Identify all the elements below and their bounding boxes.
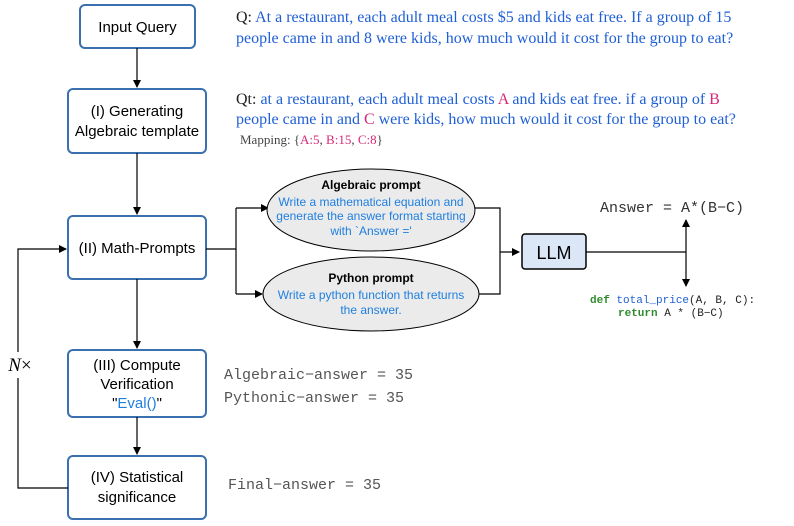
algebraic-prompt-line2: generate the answer format starting [276, 209, 465, 223]
step2-math-prompts-node: (II) Math-Prompts [67, 215, 207, 280]
code-return-line: return A * (B−C) [618, 308, 724, 320]
answer-expression: Answer = A*(B−C) [600, 200, 744, 217]
step1-label-line1: (I) Generating [91, 103, 184, 120]
final-answer-result: Final−answer = 35 [228, 477, 381, 494]
merge-line-to-llm [475, 207, 501, 295]
algebraic-template-query: Qt: at a restaurant, each adult meal cos… [236, 91, 736, 147]
loop-n-times-label: N× [7, 355, 31, 376]
llm-node: LLM [521, 233, 587, 270]
loop-label-bg [2, 352, 38, 378]
step4-label-line1: (IV) Statistical [91, 469, 184, 486]
template-line1: Qt: at a restaurant, each adult meal cos… [236, 91, 720, 108]
original-query: Q: At a restaurant, each adult meal cost… [236, 9, 733, 47]
python-prompt-title: Python prompt [328, 271, 413, 285]
query-line1: Q: At a restaurant, each adult meal cost… [236, 9, 731, 26]
step3-compute-verification-node: (III) Compute Verification "Eval()" [67, 349, 207, 418]
python-code-block: def total_price(A, B, C): return A * (B−… [590, 295, 755, 320]
mapping-line: Mapping: {A:5, B:15, C:8} [240, 132, 383, 147]
python-prompt-node: Python prompt Write a python function th… [262, 256, 480, 332]
step2-label: (II) Math-Prompts [79, 240, 196, 257]
template-line2: people came in and C were kids, how much… [236, 111, 736, 128]
step3-eval-label: "Eval()" [112, 395, 162, 412]
step4-statistical-significance-node: (IV) Statistical significance [67, 455, 207, 520]
step1-generating-template-node: (I) Generating Algebraic template [67, 88, 207, 154]
algebraic-prompt-title: Algebraic prompt [321, 178, 420, 192]
algebraic-prompt-line3: with `Answer =' [329, 224, 411, 238]
step1-label-line2: Algebraic template [75, 123, 199, 140]
input-query-node: Input Query [79, 4, 196, 49]
step3-label-line2: Verification [100, 376, 173, 393]
llm-label: LLM [536, 243, 571, 263]
branch-line-to-prompts [206, 208, 237, 294]
query-line2: people came in and 8 were kids, how much… [236, 30, 733, 47]
algebraic-answer-result: Algebraic−answer = 35 [224, 367, 413, 384]
pythonic-answer-result: Pythonic−answer = 35 [224, 390, 404, 407]
python-prompt-line2: the answer. [340, 303, 401, 317]
algebraic-prompt-node: Algebraic prompt Write a mathematical eq… [266, 168, 476, 252]
input-query-label: Input Query [98, 19, 177, 36]
step3-label-line1: (III) Compute [93, 357, 181, 374]
python-prompt-line1: Write a python function that returns [278, 288, 465, 302]
algebraic-prompt-line1: Write a mathematical equation and [278, 195, 463, 209]
code-def-line: def total_price(A, B, C): [590, 295, 755, 307]
step4-label-line2: significance [98, 489, 176, 506]
